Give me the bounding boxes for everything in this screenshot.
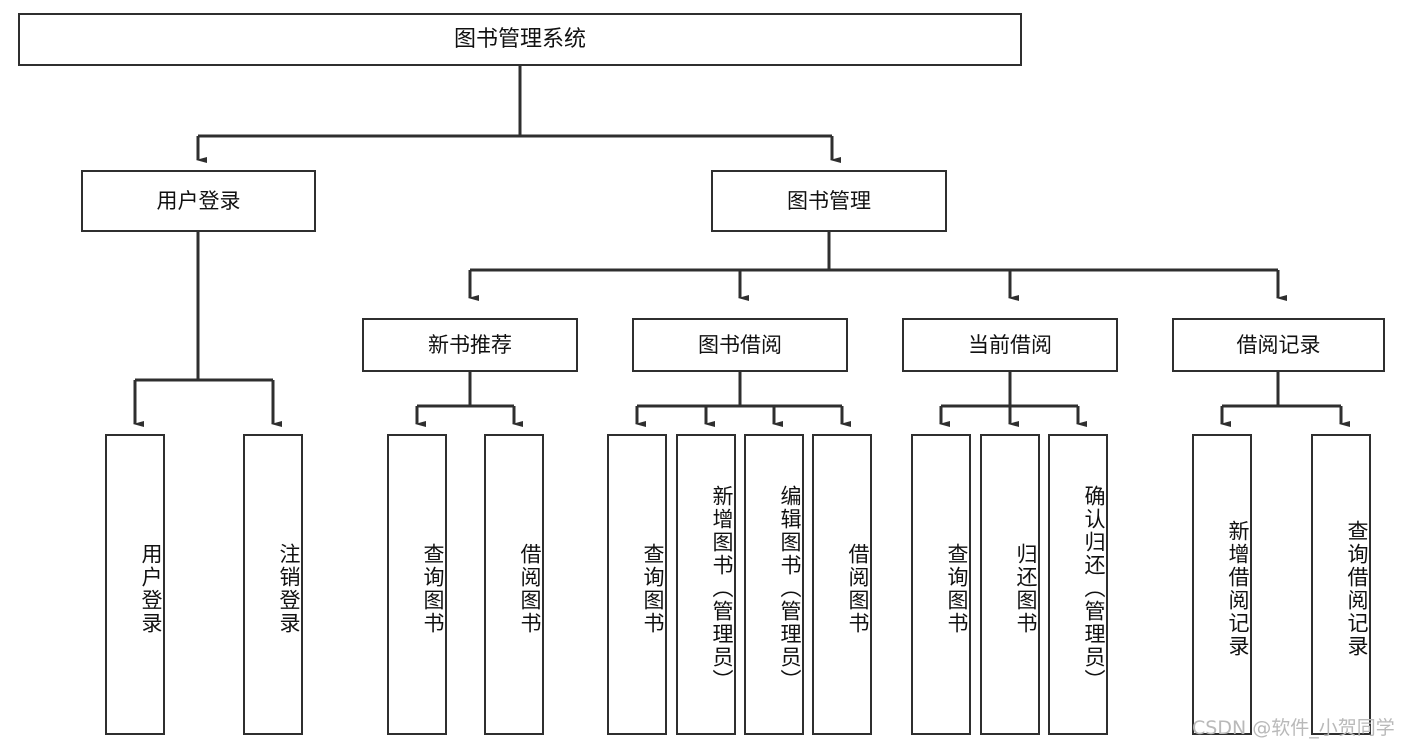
node-leaf-query-book-1-label: 查询图书	[421, 542, 445, 635]
node-leaf-user-login[interactable]: 用户登录	[105, 434, 165, 735]
node-leaf-logout-login[interactable]: 注销登录	[243, 434, 303, 735]
node-leaf-logout-login-label: 注销登录	[277, 542, 301, 635]
node-leaf-borrow-book-2-label: 借阅图书	[846, 542, 870, 635]
node-leaf-query-book-2[interactable]: 查询图书	[607, 434, 667, 735]
node-book-borrow-label: 图书借阅	[698, 332, 782, 357]
node-leaf-query-record-label: 查询借阅记录	[1345, 519, 1369, 658]
node-root[interactable]: 图书管理系统	[18, 13, 1022, 66]
node-leaf-return-book[interactable]: 归还图书	[980, 434, 1040, 735]
node-user-login-label: 用户登录	[156, 188, 241, 213]
node-user-login[interactable]: 用户登录	[81, 170, 316, 232]
node-leaf-add-book-label: 新增图书（管理员）	[710, 485, 734, 692]
node-leaf-query-book-1[interactable]: 查询图书	[387, 434, 447, 735]
node-leaf-add-record[interactable]: 新增借阅记录	[1192, 434, 1252, 735]
node-leaf-add-book[interactable]: 新增图书（管理员）	[676, 434, 736, 735]
node-leaf-query-book-2-label: 查询图书	[641, 542, 665, 635]
node-book-manage-label: 图书管理	[787, 188, 871, 213]
node-book-manage[interactable]: 图书管理	[711, 170, 947, 232]
node-borrow-record[interactable]: 借阅记录	[1172, 318, 1385, 372]
node-leaf-add-record-label: 新增借阅记录	[1226, 519, 1250, 658]
node-leaf-query-book-3[interactable]: 查询图书	[911, 434, 971, 735]
node-leaf-borrow-book-1[interactable]: 借阅图书	[484, 434, 544, 735]
node-new-book-recommend[interactable]: 新书推荐	[362, 318, 578, 372]
node-leaf-query-book-3-label: 查询图书	[945, 542, 969, 635]
node-leaf-confirm-return-label: 确认归还（管理员）	[1082, 485, 1106, 692]
node-book-borrow[interactable]: 图书借阅	[632, 318, 848, 372]
node-leaf-return-book-label: 归还图书	[1014, 542, 1038, 635]
node-leaf-edit-book-label: 编辑图书（管理员）	[778, 485, 802, 692]
node-leaf-borrow-book-1-label: 借阅图书	[518, 542, 542, 635]
node-root-label: 图书管理系统	[453, 26, 586, 52]
node-current-borrow[interactable]: 当前借阅	[902, 318, 1118, 372]
node-leaf-edit-book[interactable]: 编辑图书（管理员）	[744, 434, 804, 735]
node-leaf-query-record[interactable]: 查询借阅记录	[1311, 434, 1371, 735]
node-leaf-borrow-book-2[interactable]: 借阅图书	[812, 434, 872, 735]
node-leaf-user-login-label: 用户登录	[139, 542, 163, 635]
watermark: CSDN @软件_小贺同学	[1192, 717, 1395, 739]
node-current-borrow-label: 当前借阅	[968, 332, 1052, 357]
node-new-book-recommend-label: 新书推荐	[428, 332, 512, 357]
node-leaf-confirm-return[interactable]: 确认归还（管理员）	[1048, 434, 1108, 735]
node-borrow-record-label: 借阅记录	[1236, 332, 1321, 357]
